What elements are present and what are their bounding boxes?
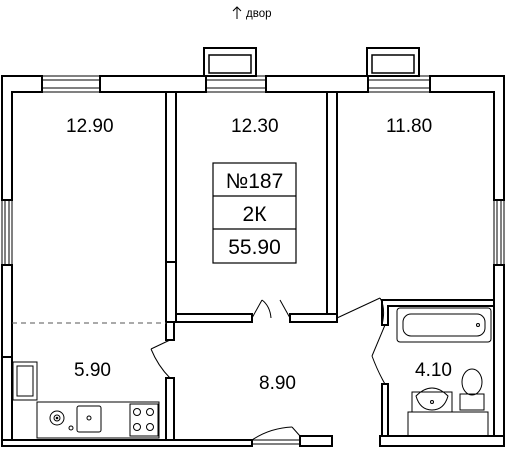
room-right-area: 11.80 [386,116,432,137]
kitchen-area: 5.90 [74,360,111,381]
yard-direction: двор [232,6,271,20]
apartment-type: 2К [243,203,268,226]
window-box-right [366,47,420,77]
apartment-total-area: 55.90 [228,236,281,259]
room-center-area: 12.30 [231,116,279,137]
toilet-icon [459,368,485,411]
arrow-up-icon [232,6,242,19]
washbasin-icon [411,387,453,413]
fridge [12,361,38,401]
bathroom-fixtures [396,307,492,437]
spiral-icon [49,410,65,426]
hallway-area: 8.90 [259,373,296,394]
apartment-number: №187 [226,170,284,193]
apartment-badge: №187 2К 55.90 [212,162,297,264]
bathroom-area: 4.10 [415,360,452,381]
stove-icon [129,403,159,437]
room-left-area: 12.90 [66,116,114,137]
window-box-center [203,47,257,77]
kitchen-fixtures [12,361,160,439]
yard-label: двор [246,8,271,20]
kitchen-counter [36,401,160,439]
windows [1,75,505,445]
sink-icon [76,405,102,433]
bathtub-icon [396,307,492,343]
doors [150,297,386,441]
interior-walls [165,91,495,441]
